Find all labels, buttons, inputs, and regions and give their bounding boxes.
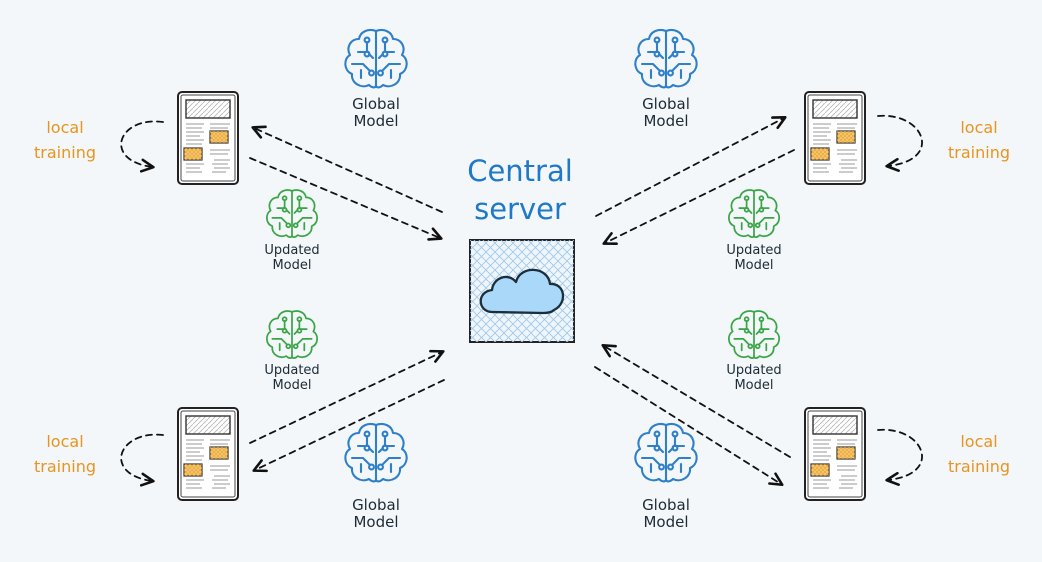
updated-model-icon — [727, 310, 781, 359]
local-training-label: local training — [34, 118, 96, 162]
global-model-label: Global Model — [642, 496, 690, 532]
global-model-label: Global Model — [352, 496, 400, 532]
updated-model-label: Updated Model — [264, 363, 320, 393]
server-title-line1: Central — [467, 154, 573, 188]
global-model-label: Global Model — [642, 95, 690, 131]
client-device-top-right — [804, 91, 866, 185]
local-training-loop-top-right — [877, 115, 923, 172]
updated-model-label: Updated Model — [726, 243, 782, 273]
local-training-loop-top-left — [120, 120, 164, 173]
arrow-top-left-to-server — [249, 157, 443, 241]
server-title: Central server — [440, 153, 600, 228]
local-training-label: local training — [948, 118, 1010, 162]
client-device-bottom-left — [177, 407, 239, 501]
updated-model-icon — [265, 310, 319, 359]
client-device-bottom-right — [804, 407, 866, 501]
global-model-label: Global Model — [352, 95, 400, 131]
arrow-bottom-right-to-server — [601, 343, 791, 458]
arrow-server-to-bottom-left — [252, 379, 445, 473]
global-model-icon — [344, 422, 408, 483]
central-server — [469, 239, 575, 343]
client-device-top-left — [177, 91, 239, 185]
local-training-loop-bottom-left — [120, 433, 164, 487]
local-training-loop-bottom-right — [877, 429, 923, 486]
updated-model-icon — [727, 189, 781, 238]
local-training-label: local training — [34, 432, 96, 476]
updated-model-label: Updated Model — [726, 363, 782, 393]
global-model-icon — [344, 28, 408, 89]
arrow-top-right-to-server — [602, 149, 795, 246]
arrow-server-to-bottom-right — [594, 366, 784, 487]
arrow-bottom-left-to-server — [249, 349, 445, 444]
global-model-icon — [634, 422, 698, 483]
server-title-line2: server — [474, 191, 566, 226]
local-training-label: local training — [948, 432, 1010, 476]
cloud-icon — [479, 268, 565, 315]
updated-model-label: Updated Model — [264, 243, 320, 273]
updated-model-icon — [265, 189, 319, 238]
global-model-icon — [634, 28, 698, 89]
arrow-server-to-top-left — [251, 125, 443, 213]
arrow-server-to-top-right — [595, 116, 787, 217]
